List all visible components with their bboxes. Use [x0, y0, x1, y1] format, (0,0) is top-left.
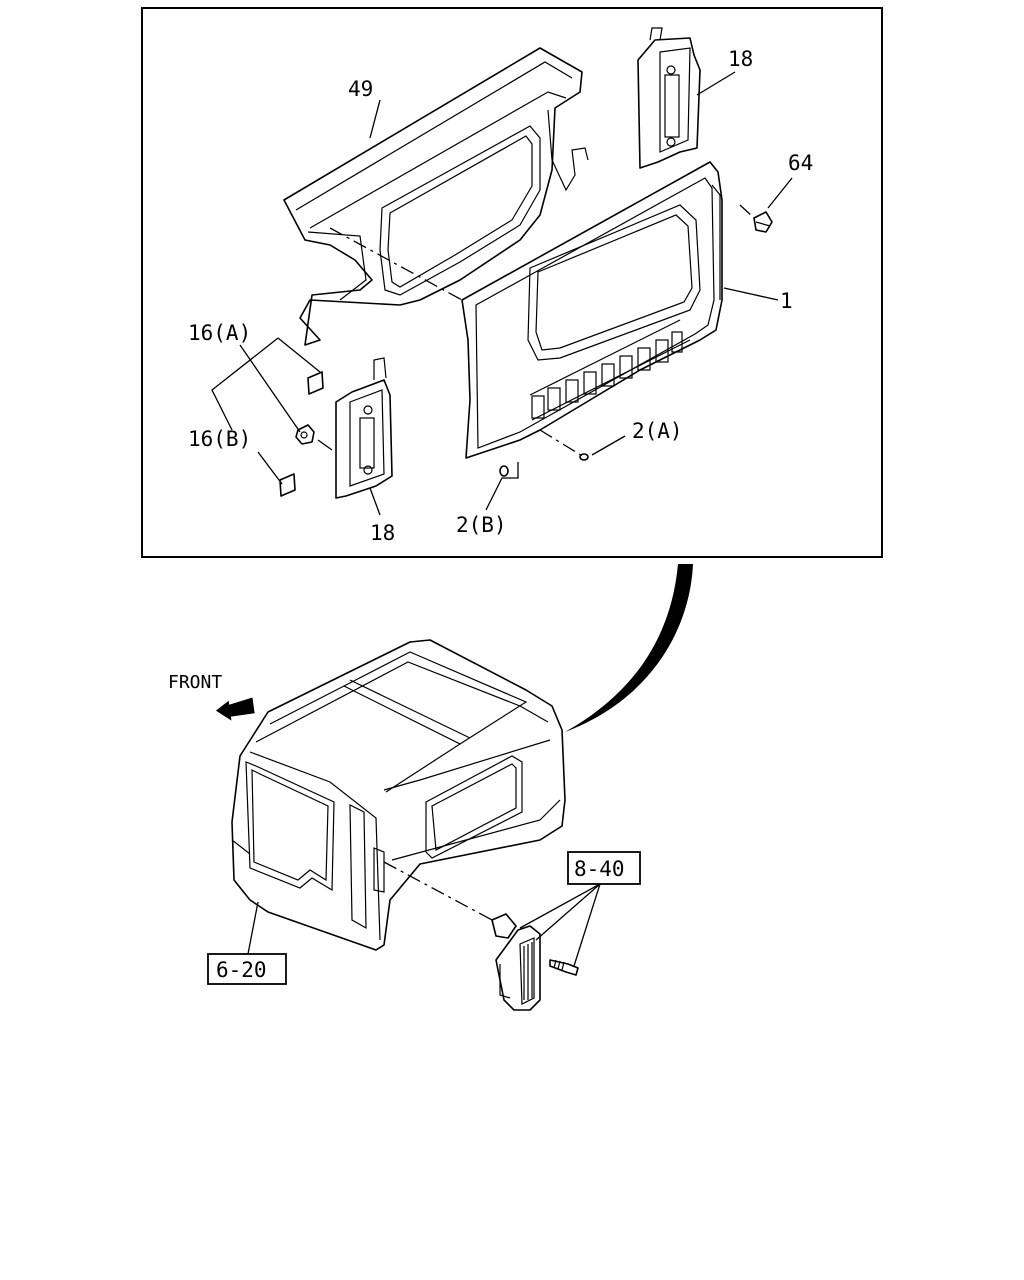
clip-64 — [753, 211, 773, 233]
callout-1: 1 — [780, 289, 793, 313]
cab-leader-lines — [247, 861, 601, 967]
callout-16a: 16(A) — [188, 321, 251, 345]
cab-assembly — [231, 639, 566, 951]
detail-frame — [141, 7, 883, 558]
nut-16 — [295, 424, 315, 445]
callout-18-bottom: 18 — [370, 521, 395, 545]
leader-lines — [211, 71, 793, 516]
pad-16a — [307, 371, 324, 395]
small-parts — [279, 371, 589, 497]
callout-64: 64 — [788, 151, 813, 175]
ref-box-8-40 — [567, 851, 641, 885]
bracket-18-top — [637, 27, 701, 169]
front-arrow-icon — [215, 697, 255, 721]
plug-2a — [579, 453, 589, 461]
rear-panel-1 — [461, 161, 723, 459]
upper-inner-panel-49 — [283, 47, 589, 346]
callout-49: 49 — [348, 77, 373, 101]
pad-16b — [279, 473, 296, 497]
bracket-18-bottom — [335, 357, 393, 499]
callout-2a: 2(A) — [632, 419, 683, 443]
front-label: FRONT — [168, 672, 222, 693]
ref-box-6-20 — [207, 953, 287, 985]
ref-6-20-text: 6-20 — [216, 958, 267, 982]
fastener-clip — [491, 913, 517, 939]
callout-18-top: 18 — [728, 47, 753, 71]
plug-2b — [499, 465, 509, 477]
callout-2b: 2(B) — [456, 513, 507, 537]
vent-grille — [495, 925, 541, 1011]
connector-swoosh — [565, 564, 693, 732]
callout-16b: 16(B) — [188, 427, 251, 451]
ref-8-40-text: 8-40 — [574, 857, 625, 881]
fastener-screw — [549, 959, 579, 976]
